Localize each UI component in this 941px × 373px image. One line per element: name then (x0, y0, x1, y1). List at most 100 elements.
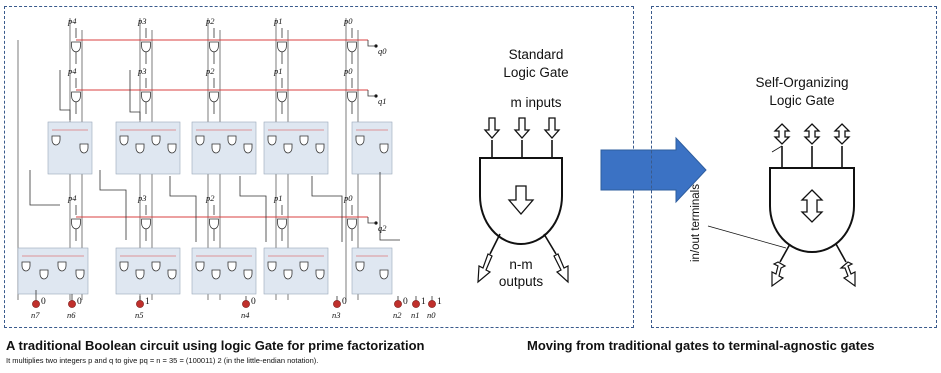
adder-gate (195, 261, 205, 272)
and-gate-body (227, 135, 237, 146)
and-gate-body (151, 261, 161, 272)
output-arrow-left (477, 253, 493, 284)
and-gate-body (267, 135, 277, 146)
and-gate-body (211, 269, 221, 280)
and-gate-body (195, 261, 205, 272)
q-label: q1 (378, 96, 387, 106)
adder-gate (119, 261, 129, 272)
output-value: 1 (145, 297, 150, 307)
output-terminal (543, 233, 557, 255)
and-gate-body (71, 41, 81, 53)
wire (169, 176, 197, 242)
and-gate (347, 91, 357, 103)
inner-bidirectional-arrow (800, 189, 824, 223)
p-label: p1 (274, 66, 283, 76)
bidirectional-input-arrow (773, 123, 791, 145)
and-gate (141, 41, 151, 53)
wire (99, 170, 127, 240)
adder-gate (243, 269, 253, 280)
io-terminal (779, 243, 791, 263)
and-gate-body (209, 91, 219, 103)
input-arrow (483, 117, 501, 139)
p-label: p1 (274, 193, 283, 203)
output-label: n3 (332, 310, 341, 320)
p-label: p2 (206, 16, 215, 26)
adder-gate (21, 261, 31, 272)
output-terminal (68, 300, 76, 308)
and-gate-body (71, 218, 81, 230)
and-gate-body (167, 143, 177, 154)
and-gate (71, 41, 81, 53)
p-label: p1 (274, 16, 283, 26)
wire (129, 70, 141, 120)
outputs-label-line2: outputs (498, 274, 544, 289)
output-value: 0 (403, 297, 408, 307)
output-terminal (32, 300, 40, 308)
output-arrow-right (553, 253, 569, 284)
and-gate (71, 91, 81, 103)
p-label: p0 (344, 193, 353, 203)
adder-gate (299, 135, 309, 146)
and-gate (209, 91, 219, 103)
wire (29, 170, 60, 206)
so-gate-title-line1: Self-Organizing (755, 75, 849, 90)
adder-gate (211, 269, 221, 280)
and-gate-body (355, 135, 365, 146)
and-gate-body (119, 135, 129, 146)
and-gate-body (267, 261, 277, 272)
adder-gate (75, 269, 85, 280)
input-arrow (543, 117, 561, 139)
p-label: p4 (68, 16, 77, 26)
and-gate (277, 41, 287, 53)
so-gate-title: Self-Organizing Logic Gate (732, 74, 872, 110)
and-gate-body (167, 269, 177, 280)
and-gate-body (209, 218, 219, 230)
and-gate-body (243, 269, 253, 280)
bidirectional-input-arrow (803, 123, 821, 145)
and-gate-body (141, 91, 151, 103)
output-value: 1 (421, 297, 426, 307)
p-label: p3 (138, 16, 147, 26)
adder-gate (151, 135, 161, 146)
adder-gate (355, 261, 365, 272)
output-label: n2 (393, 310, 402, 320)
p-label: p2 (206, 66, 215, 76)
bidirectional-output-arrow-right (839, 261, 856, 288)
and-gate-body (135, 143, 145, 154)
adder-gate (227, 135, 237, 146)
p-label: p0 (344, 16, 353, 26)
adder-gate (243, 143, 253, 154)
and-gate-body (283, 143, 293, 154)
and-gate (277, 218, 287, 230)
output-terminal (489, 233, 501, 255)
and-gate-body (135, 269, 145, 280)
adder-gate (299, 261, 309, 272)
and-gate-body (355, 261, 365, 272)
bidirectional-output-arrow-left (771, 261, 787, 288)
adder-gate (167, 143, 177, 154)
adder-gate (211, 143, 221, 154)
and-gate (347, 218, 357, 230)
outputs-label-line1: n-m (509, 257, 533, 272)
outputs-label: n-m outputs (486, 256, 556, 290)
output-label: n7 (31, 310, 40, 320)
output-label: n6 (67, 310, 76, 320)
p-label: p2 (206, 193, 215, 203)
and-gate-body (141, 218, 151, 230)
wire (379, 172, 400, 241)
q-label: q0 (378, 46, 387, 56)
output-terminal (412, 300, 420, 308)
q-wire (367, 90, 376, 97)
and-gate (141, 91, 151, 103)
wire (59, 70, 71, 120)
terminal-label: in/out terminals (690, 184, 702, 262)
and-gate-body (211, 143, 221, 154)
so-gate-title-line2: Logic Gate (769, 93, 835, 108)
and-gate-body (277, 91, 287, 103)
adder-gate (267, 135, 277, 146)
bidirectional-input-arrow (833, 123, 851, 145)
output-terminal (333, 300, 341, 308)
and-gate-body (379, 269, 389, 280)
adder-gate (315, 143, 325, 154)
